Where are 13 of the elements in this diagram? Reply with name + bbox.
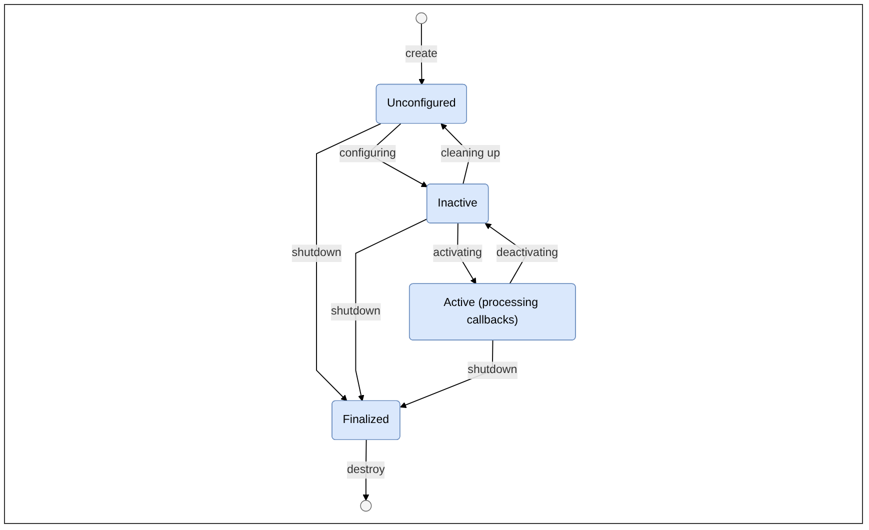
arrow xyxy=(355,218,428,401)
edge-label: deactivating xyxy=(496,246,558,259)
edge-label: cleaning up xyxy=(440,146,500,159)
edge-label: destroy xyxy=(346,463,385,476)
arrow xyxy=(316,122,382,401)
node-circle xyxy=(416,12,428,24)
edge-label: activating xyxy=(433,246,482,259)
edge-label: configuring xyxy=(339,146,396,159)
edge-label: shutdown xyxy=(330,304,380,318)
edge-label: create xyxy=(405,46,438,60)
edge-label: shutdown xyxy=(292,246,342,259)
edge-label: shutdown xyxy=(468,363,518,376)
node-circle xyxy=(360,500,372,512)
